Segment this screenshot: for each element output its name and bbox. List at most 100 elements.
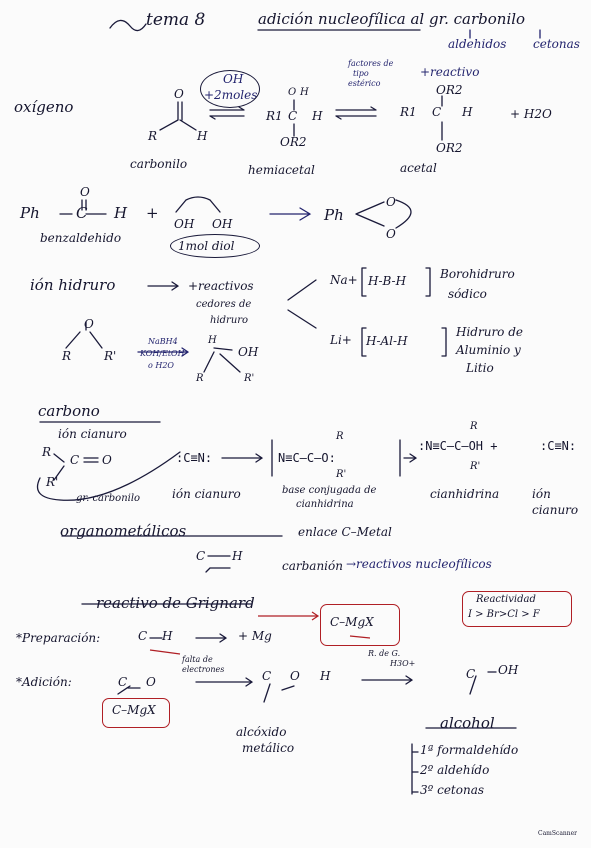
dioxolane-ph: Ph	[324, 206, 344, 224]
cedores-line1: cedores de	[196, 299, 252, 310]
plus-reactivo: +reactivo	[420, 65, 480, 79]
hemi-c: C	[288, 109, 298, 123]
alcohol-secondary: 2º aldehído	[420, 763, 490, 777]
diol-oh1: OH	[174, 217, 195, 231]
preparation-label: *Preparación:	[16, 631, 101, 645]
hidruro-label-1: Hidruro de	[456, 325, 524, 339]
cond-nabh4: NaBH4	[148, 337, 178, 346]
reactivity-order: I > Br>Cl > F	[468, 609, 540, 620]
h3o-label: H3O+	[390, 659, 416, 668]
ketone-r: R	[62, 349, 72, 363]
cyanohydrin-formula: :N≡C–C–OH +	[418, 439, 498, 453]
factors-line2: tipo	[353, 69, 369, 78]
cond-water: o H2O	[148, 361, 174, 370]
adicion-grignard-box	[102, 698, 170, 728]
acetal-h: H	[462, 105, 473, 119]
carbonyl-o: O	[174, 87, 184, 101]
alkoxide-mgx: H	[320, 669, 331, 683]
acetal-or2-bottom: OR2	[436, 141, 463, 155]
prep-c: C	[138, 629, 148, 643]
ketone-rp: R'	[104, 349, 117, 363]
hydride-heading: ión hidruro	[30, 276, 116, 294]
product-oh: OH	[498, 663, 519, 677]
carbon-heading: carbono	[38, 402, 100, 420]
ketone-o: O	[84, 317, 94, 331]
alcohol-heading: alcohol	[440, 714, 495, 732]
grignard-reagent: C–MgX	[330, 615, 374, 629]
cn-carbonyl: C	[70, 453, 80, 467]
metal-bond-label: enlace C–Metal	[298, 525, 392, 539]
target-ketones: cetonas	[533, 37, 580, 51]
nitrile-r: R	[336, 431, 344, 442]
cond-koh: KOH/EtOH	[140, 349, 185, 358]
water-product: + H2O	[510, 107, 552, 121]
stamp-text: CamScanner	[538, 830, 578, 837]
borohydride-formula: H-B-H	[368, 274, 407, 288]
prep-mg: + Mg	[238, 629, 272, 643]
alkoxide-o: O	[290, 669, 300, 683]
moles-circle	[200, 70, 260, 108]
carbonilo-label: carbonilo	[130, 157, 188, 171]
adicion-grignard: C–MgX	[112, 703, 156, 717]
factors-line1: factores de	[348, 59, 394, 68]
nitrile-rp: R'	[336, 469, 347, 480]
benz-o: O	[80, 185, 90, 199]
ion-label-1: ión	[532, 487, 551, 501]
benzaldehyde-label: benzaldehido	[40, 231, 122, 245]
grignard-heading: reactivo de Grignard	[96, 594, 255, 612]
benz-h: H	[114, 204, 128, 222]
hemi-r1: R1	[266, 109, 283, 123]
title-swirl-stroke	[109, 19, 147, 32]
hemi-o: O	[288, 87, 297, 98]
base-conj-label-1: base conjugada de	[282, 485, 377, 496]
dioxolane-o-top: O	[386, 195, 396, 209]
carbonyl-h: H	[197, 129, 208, 143]
reactivity-box	[462, 591, 572, 627]
carbonyl-r: R	[148, 129, 158, 143]
ion-cianuro-subheading: ión cianuro	[58, 427, 127, 441]
acetal-r1: R1	[400, 105, 417, 119]
alcohol-rp: R'	[244, 373, 255, 384]
camscanner-stamp: CamScanner	[538, 829, 580, 843]
organometallics-heading: organometálicos	[60, 522, 187, 540]
add-carbonyl-o: O	[146, 675, 156, 689]
oxygen-heading: oxígeno	[14, 98, 74, 116]
hemi-h: H	[312, 109, 323, 123]
c-metal-c: C	[196, 549, 206, 563]
prep-x: H	[162, 629, 173, 643]
alkoxide-label-1: alcóxido	[236, 725, 287, 739]
alcohol-tertiary: 3º cetonas	[420, 783, 485, 797]
rdeg-label: R. de G.	[368, 649, 401, 658]
hidruro-label-3: Litio	[466, 361, 494, 375]
hidruro-label-2: Aluminio y	[456, 343, 521, 357]
borohydride-label-2: sódico	[448, 287, 487, 301]
benz-c: C	[76, 204, 88, 222]
topic-title: tema 8	[146, 10, 206, 30]
benz-ph: Ph	[20, 204, 40, 222]
nucleophilic-reagents-label: →reactivos nucleofílicos	[346, 557, 492, 571]
base-conj-label-2: cianhidrina	[296, 499, 354, 510]
cyanohydrin-rp: R'	[470, 461, 481, 472]
na-cation: Na+	[330, 273, 358, 287]
c-metal-m: H	[232, 549, 243, 563]
cyanide-regenerated: :C≡N:	[540, 439, 577, 453]
ion-label-2: cianuro	[532, 503, 579, 517]
acetal-or2-top: OR2	[436, 83, 463, 97]
benz-plus: +	[146, 204, 159, 222]
cyanohydrin-label: cianhidrina	[430, 487, 500, 501]
li-cation: Li+	[330, 333, 352, 347]
falta-line2: electrones	[182, 665, 225, 674]
alcohol-primary: 1ª formaldehído	[420, 743, 519, 757]
carbanion-label: carbanión	[282, 559, 343, 573]
hemi-h-top: H	[300, 87, 309, 98]
factors-line3: estérico	[348, 79, 381, 88]
alcohol-oh: OH	[238, 345, 259, 359]
cyanide-ion: :C≡N:	[176, 451, 213, 465]
hemi-or2: OR2	[280, 135, 307, 149]
nitrile-alkoxide: N≡C–C–O:	[278, 451, 336, 465]
alh-formula: H-Al-H	[366, 334, 408, 348]
cianuro-label: ión cianuro	[172, 487, 241, 501]
alcohol-r: R	[196, 373, 204, 384]
